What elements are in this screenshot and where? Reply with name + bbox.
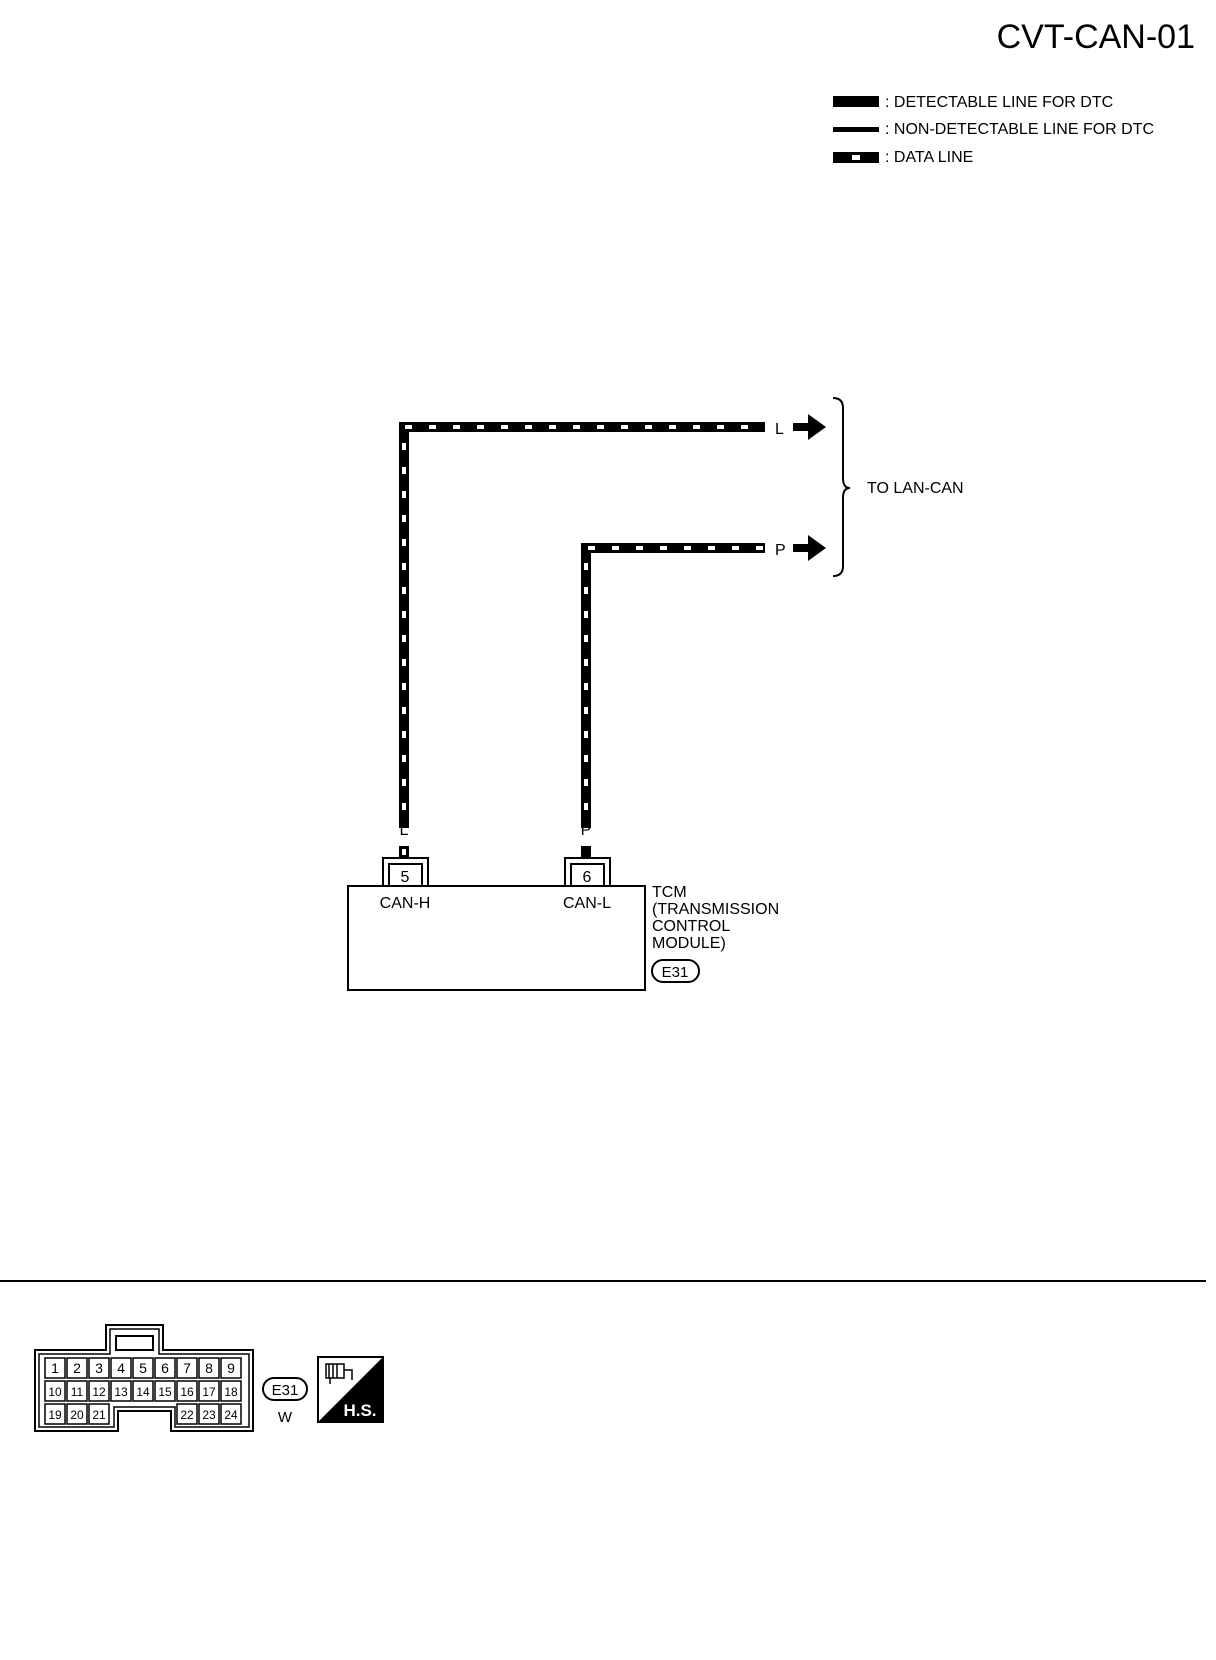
diagram-title: CVT-CAN-01 <box>997 18 1195 56</box>
arrow-right-icon <box>793 535 826 561</box>
legend-non-detectable-swatch <box>833 127 879 132</box>
pin-5-connector: 5 <box>382 857 429 887</box>
wire-color-p-top: P <box>775 542 786 559</box>
connector-pin-cell <box>132 1380 154 1402</box>
svg-text:H.S.: H.S. <box>343 1401 376 1420</box>
connector-pin-cell <box>220 1357 242 1379</box>
svg-text:5: 5 <box>401 869 410 886</box>
connector-pin-number: 1 <box>51 1360 59 1376</box>
connector-pin-number: 19 <box>48 1408 62 1422</box>
connector-pin-number: 23 <box>202 1408 216 1422</box>
legend-data-line-label: : DATA LINE <box>885 149 973 166</box>
module-name: TCM (TRANSMISSION CONTROL MODULE) <box>652 884 779 952</box>
connector-pin-cell <box>44 1380 66 1402</box>
can-l-data-line <box>581 543 765 828</box>
connector-pin-number: 10 <box>48 1385 62 1399</box>
svg-text:MODULE): MODULE) <box>652 935 726 952</box>
connector-id-badge: E31 <box>651 959 700 983</box>
connector-pin-cell <box>198 1403 220 1425</box>
wire-color-l-bottom: L <box>400 822 409 839</box>
legend-detectable-label: : DETECTABLE LINE FOR DTC <box>885 94 1113 111</box>
connector-pin-number: 6 <box>161 1360 169 1376</box>
connector-pin-cell <box>154 1357 176 1379</box>
tcm-module-box <box>347 885 646 991</box>
connector-pin-cell <box>220 1403 242 1425</box>
connector-pin-number: 13 <box>114 1385 128 1399</box>
connector-pin-cell <box>198 1357 220 1379</box>
connector-pin-cell <box>198 1380 220 1402</box>
svg-text:CONTROL: CONTROL <box>652 918 730 935</box>
legend-non-detectable-label: : NON-DETECTABLE LINE FOR DTC <box>885 121 1154 138</box>
connector-pin-cell <box>88 1403 110 1425</box>
connector-pin-cell <box>110 1357 132 1379</box>
connector-pin-number: 9 <box>227 1360 235 1376</box>
harness-side-icon: H.S. <box>317 1356 384 1423</box>
connector-pin-cell <box>88 1380 110 1402</box>
face-view-connector-badge: E31 W <box>262 1377 308 1426</box>
connector-pin-number: 20 <box>70 1408 84 1422</box>
connector-pin-number: 5 <box>139 1360 147 1376</box>
connector-pin-number: 21 <box>92 1408 106 1422</box>
connector-pin-cell <box>66 1403 88 1425</box>
connector-pin-cell <box>176 1403 198 1425</box>
connector-pin-cell <box>132 1357 154 1379</box>
connector-pin-cell <box>44 1403 66 1425</box>
brace-icon <box>832 397 851 577</box>
connector-pin-number: 2 <box>73 1360 81 1376</box>
connector-pin-number: 12 <box>92 1385 106 1399</box>
svg-text:E31: E31 <box>272 1382 299 1399</box>
pin-6-signal-label: CAN-L <box>563 895 611 912</box>
can-h-data-line <box>399 422 765 828</box>
connector-pin-cell <box>88 1357 110 1379</box>
svg-text:6: 6 <box>583 869 592 886</box>
connector-pin-number: 8 <box>205 1360 213 1376</box>
connector-pin-number: 15 <box>158 1385 172 1399</box>
connector-color-label: W <box>278 1409 293 1426</box>
pin-5-signal-label: CAN-H <box>380 895 431 912</box>
connector-pin-cell <box>66 1357 88 1379</box>
connector-pin-number: 14 <box>136 1385 150 1399</box>
connector-pin-number: 22 <box>180 1408 194 1422</box>
connector-pin-number: 4 <box>117 1360 125 1376</box>
connector-pin-number: 7 <box>183 1360 191 1376</box>
connector-pin-number: 11 <box>71 1385 84 1399</box>
connector-pin-cell <box>176 1380 198 1402</box>
connector-pin-cell <box>176 1357 198 1379</box>
connector-pin-number: 24 <box>224 1408 238 1422</box>
wire-color-l-top: L <box>775 421 784 438</box>
arrow-right-icon <box>793 414 826 440</box>
legend-detectable-swatch <box>833 96 879 107</box>
svg-text:E31: E31 <box>662 964 689 981</box>
connector-pin-cell <box>154 1380 176 1402</box>
connector-pin-cell <box>44 1357 66 1379</box>
legend: : DETECTABLE LINE FOR DTC : NON-DETECTAB… <box>833 94 1154 166</box>
connector-pin-number: 17 <box>202 1385 216 1399</box>
connector-pin-cell <box>220 1380 242 1402</box>
connector-pin-number: 18 <box>224 1385 238 1399</box>
destination-label: TO LAN-CAN <box>867 480 964 497</box>
connector-pin-number: 16 <box>180 1385 194 1399</box>
wire-color-p-bottom: P <box>581 822 592 839</box>
pin-6-connector: 6 <box>564 857 611 887</box>
connector-pin-number: 3 <box>95 1360 103 1376</box>
svg-text:TCM: TCM <box>652 884 687 901</box>
connector-pin-cell <box>66 1380 88 1402</box>
connector-pin-cell <box>110 1380 132 1402</box>
svg-text:(TRANSMISSION: (TRANSMISSION <box>652 901 779 918</box>
